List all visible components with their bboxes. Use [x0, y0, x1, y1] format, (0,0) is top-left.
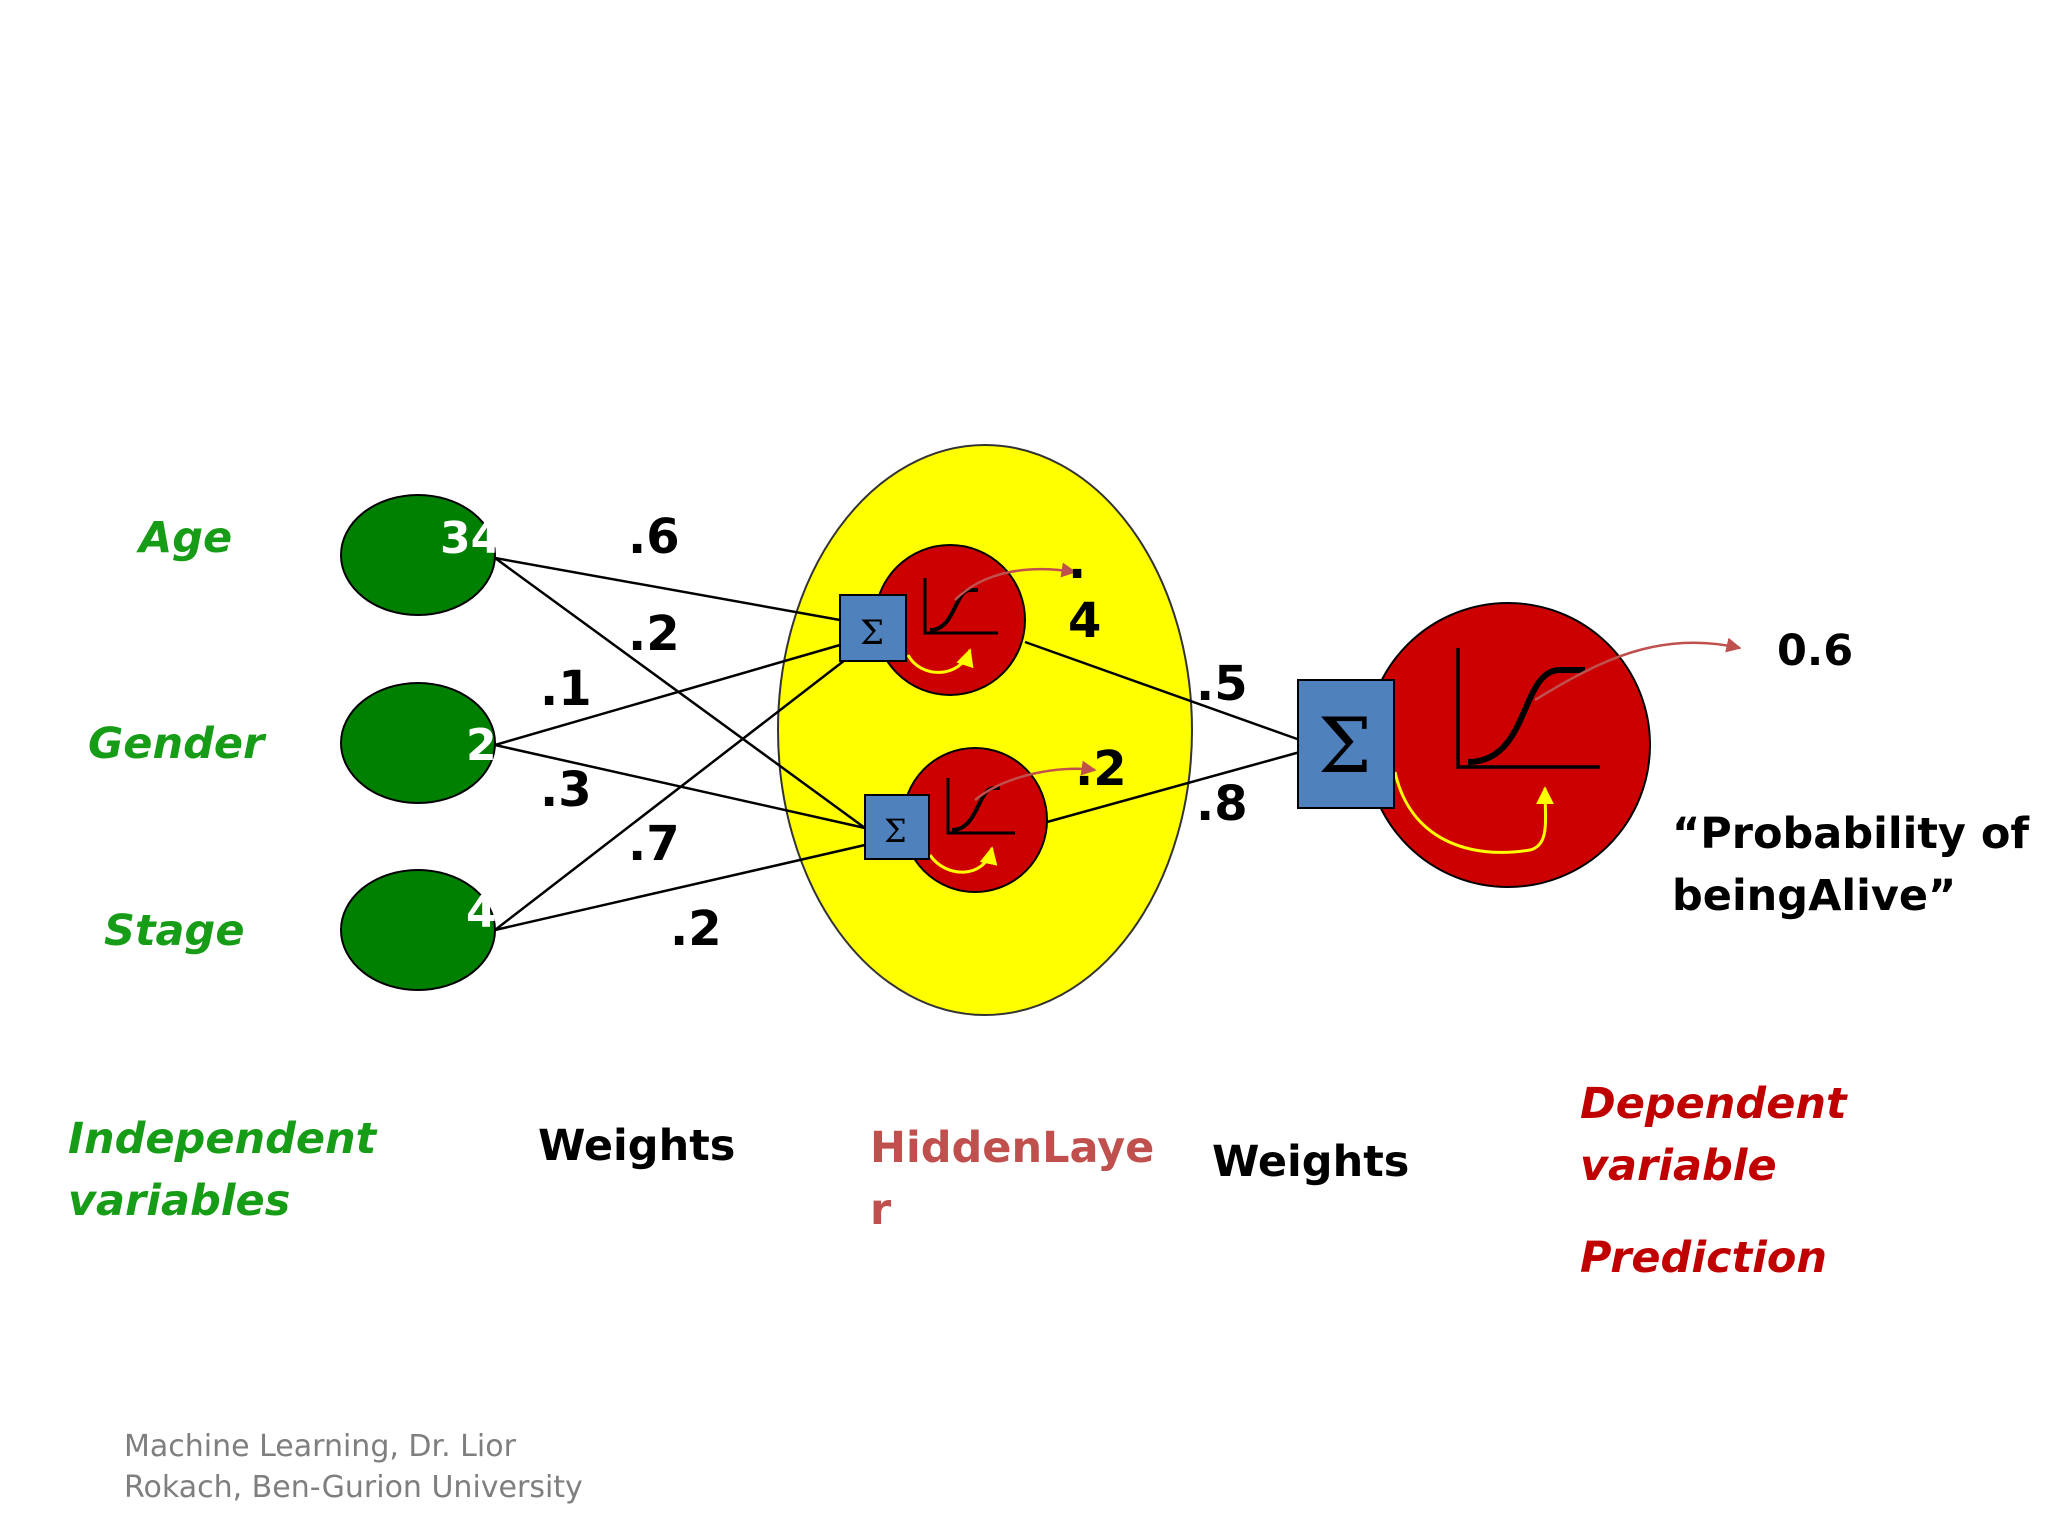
- output-arrow: [954, 562, 1077, 601]
- sum-box-h2: [864, 794, 930, 860]
- hidden-output-h1-dot: .: [1068, 534, 1086, 590]
- sum-symbol-h2: Σ: [884, 812, 907, 850]
- weight-gender-h1: .1: [540, 661, 592, 717]
- output-caption-line2: beingAlive”: [1672, 871, 1956, 921]
- weight-h2-out: .8: [1196, 776, 1248, 832]
- input-node-gender: [340, 682, 496, 804]
- sigmoid-icon: [946, 778, 1015, 835]
- sum-symbol-h1: Σ: [860, 613, 884, 653]
- label-weights-right: Weights: [1212, 1137, 1409, 1187]
- hidden-output-h1-value: 4: [1068, 593, 1101, 649]
- input-node-age: [340, 494, 496, 616]
- edge-age-h2: [494, 556, 866, 830]
- label-weights-left: Weights: [538, 1121, 735, 1171]
- sigmoid-icon: [923, 578, 998, 635]
- weight-h1-out: .5: [1196, 656, 1248, 712]
- output-arrow: [974, 760, 1097, 801]
- weight-age-h1: .6: [628, 509, 680, 565]
- inner-yellow-arrow: [906, 648, 974, 674]
- label-independent-line1: Independent: [68, 1114, 378, 1164]
- input-node-stage: [340, 869, 496, 991]
- output-arrow: [1534, 637, 1742, 702]
- sum-box-output: [1297, 679, 1395, 809]
- hidden-output-connections: [1024, 640, 1301, 824]
- label-prediction: Prediction: [1580, 1233, 1827, 1283]
- footer-line2: Rokach, Ben-Gurion University: [124, 1470, 583, 1505]
- sum-symbol-output: Σ: [1318, 701, 1372, 790]
- sigmoid-icon: [1456, 648, 1600, 769]
- hidden-layer-ellipse: [777, 444, 1193, 1016]
- inner-yellow-arrow: [1393, 771, 1555, 854]
- output-neuron: [1365, 602, 1742, 888]
- sum-box-h1: [839, 594, 907, 662]
- edge-stage-h1: [494, 659, 846, 931]
- label-independent-line2: variables: [68, 1176, 290, 1226]
- hidden-output-h2-value: .2: [1075, 741, 1127, 797]
- edge-h1-out: [1024, 640, 1301, 742]
- hidden-neuron-1: [874, 544, 1077, 696]
- label-hidden-line1: HiddenLaye: [870, 1123, 1154, 1173]
- input-label-age: Age: [136, 513, 232, 563]
- footer-line1: Machine Learning, Dr. Lior: [124, 1429, 517, 1464]
- label-dependent-line1: Dependent: [1580, 1079, 1848, 1129]
- weight-stage-h2: .2: [670, 901, 722, 957]
- output-caption-line1: “Probability of: [1672, 809, 2030, 859]
- label-dependent-line2: variable: [1580, 1141, 1777, 1191]
- inner-yellow-arrow: [928, 846, 998, 874]
- weight-age-h2: .2: [628, 606, 680, 662]
- input-label-stage: Stage: [104, 906, 245, 956]
- weight-gender-h2: .3: [540, 762, 592, 818]
- input-value-age: 34: [440, 513, 501, 564]
- input-hidden-connections: [494, 556, 866, 932]
- label-hidden-line2: r: [870, 1185, 892, 1235]
- output-value: 0.6: [1777, 626, 1853, 676]
- weight-stage-h1: .7: [628, 816, 680, 872]
- input-label-gender: Gender: [88, 719, 267, 769]
- edge-h2-out: [1046, 750, 1301, 824]
- edge-gender-h1: [494, 643, 841, 747]
- edge-stage-h2: [494, 843, 866, 932]
- input-value-gender: 2: [466, 720, 497, 771]
- edge-age-h1: [494, 556, 841, 622]
- input-value-stage: 4: [466, 887, 497, 938]
